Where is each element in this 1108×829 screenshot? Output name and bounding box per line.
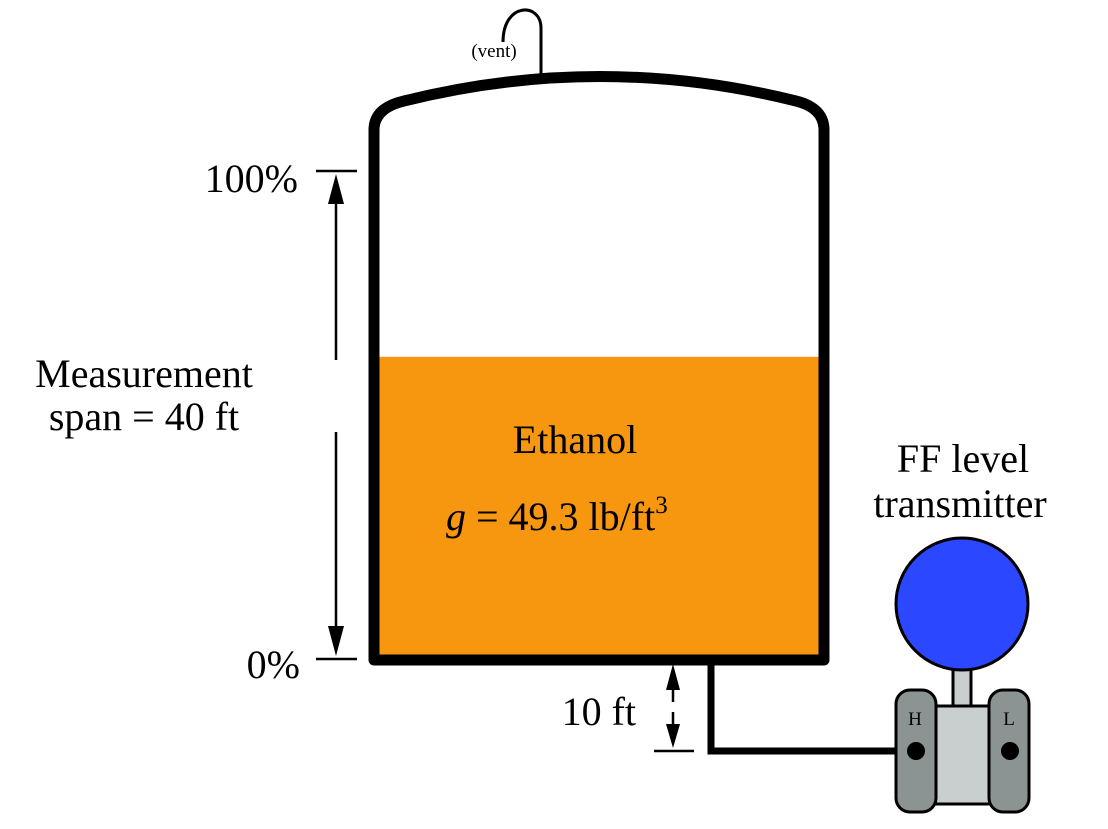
fluid-density: g = 49.3 lb/ft3	[446, 492, 668, 539]
span-label-line2: span = 40 ft	[49, 394, 239, 439]
vent-label: (vent)	[471, 41, 516, 62]
density-value: = 49.3 lb/ft	[466, 494, 655, 539]
high-port	[907, 742, 925, 760]
impulse-line	[707, 665, 915, 755]
transmitter-head	[894, 536, 1030, 672]
low-port	[1001, 742, 1019, 760]
transmitter-body	[930, 704, 994, 806]
span-arrowhead-up	[328, 174, 344, 204]
high-port-label: H	[908, 709, 922, 730]
tank-outline	[368, 71, 830, 666]
transmitter-label-line2: transmitter	[873, 481, 1046, 526]
ethanol-liquid	[374, 356, 824, 660]
fluid-name: Ethanol	[513, 417, 637, 462]
density-exponent: 3	[655, 492, 668, 519]
offset-label: 10 ft	[562, 689, 636, 734]
vent-pipe	[501, 8, 543, 78]
level-100-label: 100%	[205, 156, 298, 201]
offset-arrowhead-up	[666, 664, 680, 690]
transmitter-label-line1: FF level	[897, 436, 1029, 481]
level-0-label: 0%	[247, 642, 300, 687]
density-symbol: g	[446, 494, 466, 539]
offset-arrowhead-down	[666, 724, 680, 748]
span-arrowhead-down	[328, 626, 344, 656]
low-port-label: L	[1003, 709, 1015, 730]
span-label-line1: Measurement	[35, 351, 253, 396]
